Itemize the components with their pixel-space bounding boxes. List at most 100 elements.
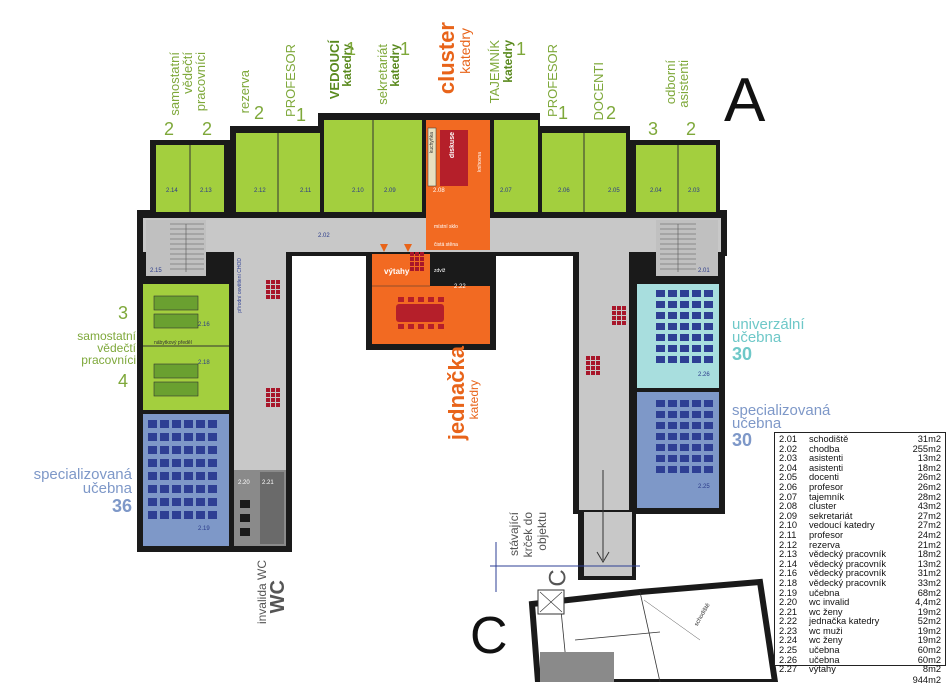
note-vytahy: výtahy bbox=[384, 267, 410, 276]
legend-area: 27m2 bbox=[917, 520, 941, 531]
seat bbox=[668, 422, 677, 429]
corridor-seat bbox=[622, 306, 626, 310]
seat bbox=[680, 455, 689, 462]
seat bbox=[148, 485, 157, 493]
corridor-seat bbox=[271, 285, 275, 289]
count-2-14: 2 bbox=[164, 119, 175, 139]
label-count: 30 bbox=[732, 430, 753, 450]
room-number-2-01: 2.01 bbox=[698, 268, 710, 274]
legend-name: profesor bbox=[809, 481, 844, 492]
seat bbox=[692, 400, 701, 407]
label-count: 30 bbox=[732, 344, 753, 364]
seat bbox=[208, 446, 217, 454]
legend-code: 2.10 bbox=[779, 520, 798, 531]
legend-name: vedoucí katedry bbox=[809, 520, 875, 531]
seat bbox=[172, 511, 181, 519]
seat bbox=[196, 485, 205, 493]
legend-code: 2.06 bbox=[779, 481, 798, 492]
corridor-seat bbox=[271, 398, 275, 402]
legend-name: profesor bbox=[809, 529, 844, 540]
legend-name: asistenti bbox=[809, 453, 844, 464]
legend-area: 4,4m2 bbox=[915, 597, 941, 608]
seat bbox=[704, 400, 713, 407]
seat bbox=[668, 345, 677, 352]
room-number-2-06: 2.06 bbox=[558, 188, 570, 194]
seat bbox=[680, 345, 689, 352]
legend-code: 2.12 bbox=[779, 539, 798, 550]
seat bbox=[668, 411, 677, 418]
room-number-2-03: 2.03 bbox=[688, 188, 700, 194]
legend-code: 2.13 bbox=[779, 549, 798, 560]
corridor-seat bbox=[586, 371, 590, 375]
label-spec-left: specializovaná učebna 36 bbox=[14, 467, 132, 516]
legend-area: 19m2 bbox=[917, 635, 941, 646]
seat bbox=[680, 422, 689, 429]
room-number-2-18: 2.18 bbox=[198, 360, 210, 366]
legend-name: chodba bbox=[809, 443, 840, 454]
seat bbox=[692, 334, 701, 341]
count-vedouci: 1 bbox=[346, 39, 357, 59]
seat bbox=[704, 411, 713, 418]
corridor-seat bbox=[420, 257, 424, 261]
seat bbox=[172, 498, 181, 506]
corridor-seat bbox=[622, 321, 626, 325]
legend-code: 2.23 bbox=[779, 625, 798, 636]
staircase-right bbox=[656, 220, 718, 276]
corridor-seat bbox=[276, 290, 280, 294]
seat bbox=[656, 422, 665, 429]
direction-arrow-icon bbox=[490, 470, 640, 592]
room-number-2-13: 2.13 bbox=[200, 188, 212, 194]
count-2-04: 3 bbox=[648, 119, 659, 139]
seat bbox=[656, 455, 665, 462]
legend-code: 2.26 bbox=[779, 654, 798, 665]
corridor-seat bbox=[271, 290, 275, 294]
seat bbox=[656, 301, 665, 308]
seat bbox=[704, 422, 713, 429]
seat bbox=[184, 498, 193, 506]
wing-label-c: C bbox=[470, 607, 508, 665]
corridor-seating bbox=[266, 252, 626, 407]
legend-name: wc invalid bbox=[809, 597, 850, 608]
corridor-seat bbox=[586, 366, 590, 370]
seat bbox=[196, 433, 205, 441]
seat bbox=[680, 400, 689, 407]
room-number-2-14: 2.14 bbox=[166, 188, 178, 194]
seat bbox=[656, 400, 665, 407]
corridor-seat bbox=[617, 311, 621, 315]
label-count: 36 bbox=[111, 496, 132, 516]
seat bbox=[172, 472, 181, 480]
legend-name: jednačka katedry bbox=[809, 616, 880, 627]
corridor-seat bbox=[410, 252, 414, 256]
room-number-2-05: 2.05 bbox=[608, 188, 620, 194]
seat bbox=[692, 433, 701, 440]
note-mistni-sklo: místní sklo bbox=[434, 224, 458, 230]
label-univerzalni: univerzální učebna 30 bbox=[732, 317, 805, 364]
seat bbox=[704, 455, 713, 462]
corridor-seat bbox=[612, 321, 616, 325]
legend-area: 21m2 bbox=[917, 539, 941, 550]
corridor-seat bbox=[415, 262, 419, 266]
room-number-2-02: 2.02 bbox=[318, 233, 330, 239]
seat bbox=[656, 334, 665, 341]
seat bbox=[148, 472, 157, 480]
corridor-seat bbox=[622, 316, 626, 320]
legend-area: 27m2 bbox=[917, 510, 941, 521]
seat bbox=[668, 444, 677, 451]
legend-area: 19m2 bbox=[917, 625, 941, 636]
corridor-seat bbox=[617, 316, 621, 320]
label-jednacka: jednačka bbox=[444, 346, 469, 441]
seat bbox=[692, 312, 701, 319]
count-profesor-1: 1 bbox=[296, 105, 307, 125]
legend-name: wc ženy bbox=[809, 635, 843, 646]
label-tajemnik: TAJEMNÍK bbox=[487, 40, 502, 104]
legend-area: 52m2 bbox=[917, 616, 941, 627]
seat bbox=[656, 433, 665, 440]
